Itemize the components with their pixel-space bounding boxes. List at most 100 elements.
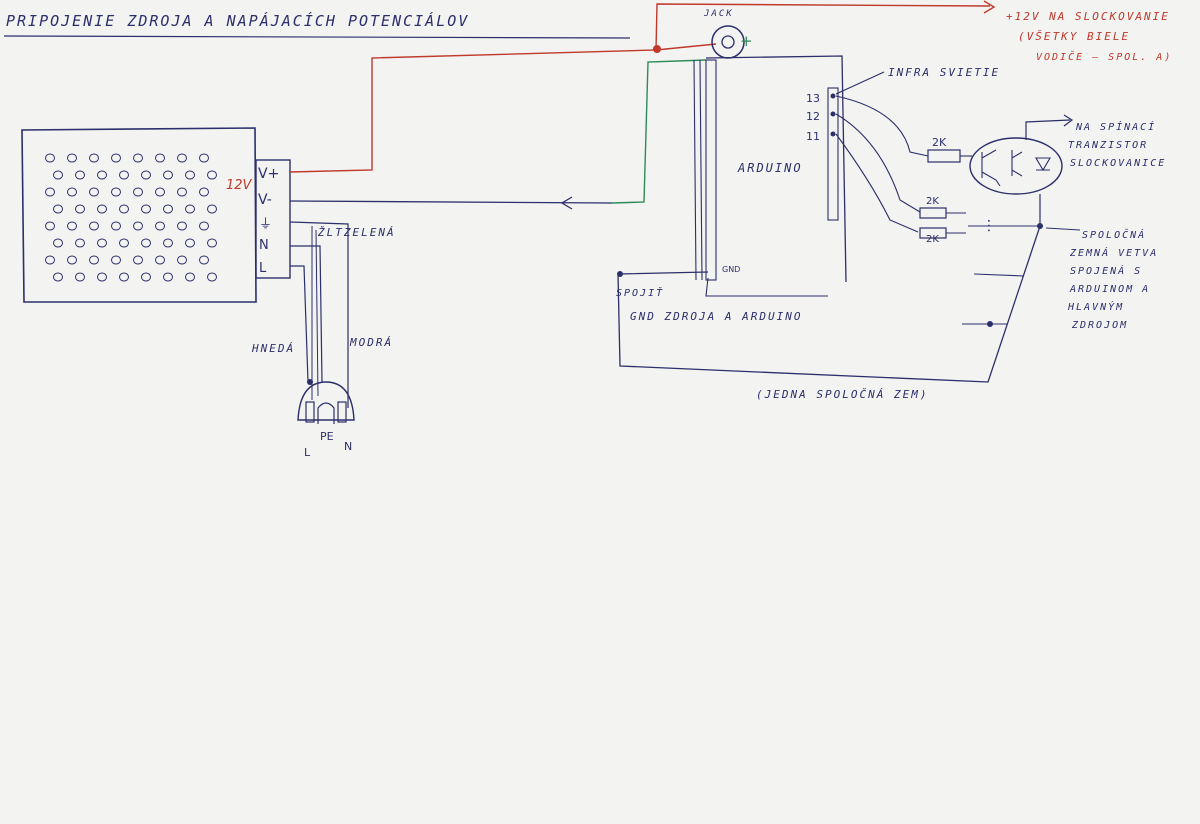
transistor-symbol-1 <box>981 149 1001 187</box>
vent-hole <box>199 255 209 265</box>
ground-note-leader <box>1045 227 1081 231</box>
psu-vent-holes <box>45 153 217 282</box>
vent-hole <box>97 204 107 214</box>
transistor-outline <box>969 137 1063 195</box>
wire-12v-red <box>289 3 991 173</box>
terminal-earth: ⏚ <box>259 217 272 232</box>
pin-12-label: 12 <box>806 110 820 123</box>
gnd-label: GND <box>722 265 740 274</box>
arduino-outline <box>705 55 847 283</box>
plug-junction <box>307 379 313 385</box>
arrow-to-switch <box>1063 114 1074 127</box>
vent-hole <box>53 238 63 248</box>
title-underline <box>3 35 631 39</box>
pin-11-label: 11 <box>806 130 820 143</box>
mains-plug: L PE N <box>297 379 355 459</box>
wire-gnd-green <box>611 59 707 204</box>
out-12v-line1: +12V NA SLOCKOVANIE <box>1006 10 1170 23</box>
title-text: PRIPOJENIE ZDROJA A NAPÁJACÍCH POTENCIÁL… <box>6 11 469 30</box>
vent-hole <box>163 272 173 282</box>
ground-note-line1: SPOLOČNÁ <box>1082 228 1146 241</box>
vent-hole <box>185 238 195 248</box>
vent-hole <box>163 238 173 248</box>
vent-hole <box>45 153 55 163</box>
vent-hole <box>45 221 55 231</box>
vent-hole <box>89 255 99 265</box>
vent-hole <box>119 272 129 282</box>
vent-hole <box>133 187 143 197</box>
arduino-label: ARDUINO <box>737 161 803 175</box>
vent-hole <box>97 170 107 180</box>
vent-hole <box>177 153 187 163</box>
terminal-l: L <box>259 261 267 276</box>
arrow-v-minus <box>560 196 573 210</box>
ground-junction-3 <box>617 271 623 277</box>
vent-hole <box>89 187 99 197</box>
vent-hole <box>53 170 63 180</box>
jack-label: JACK <box>703 9 734 19</box>
jack-plus-label: + <box>740 32 753 50</box>
transistor-module <box>969 137 1063 195</box>
vent-hole <box>53 272 63 282</box>
resistor-tails <box>946 212 966 234</box>
vent-hole <box>141 238 151 248</box>
vent-hole <box>207 170 217 180</box>
ground-taps <box>962 225 1040 325</box>
out-12v-line2: (VŠETKY BIELE <box>1018 30 1130 43</box>
plug-label-n: N <box>344 440 352 453</box>
jack-inner <box>721 35 735 49</box>
vent-hole <box>199 153 209 163</box>
pin-13-dot <box>830 93 836 99</box>
ground-note-line5: HLAVNÝM <box>1067 300 1124 313</box>
vent-hole <box>75 204 85 214</box>
arduino-pin-header <box>827 87 839 221</box>
spojit-line1: SPOJIŤ <box>616 286 664 299</box>
ground-note-line3: SPOJENÁ S <box>1070 264 1142 277</box>
vent-hole <box>67 187 77 197</box>
resistor-3-label: 2K <box>926 234 939 245</box>
infra-leader <box>835 71 885 95</box>
plug-label-l: L <box>304 446 311 459</box>
plug-pin-n <box>337 401 347 423</box>
vent-hole <box>119 238 129 248</box>
vent-hole <box>89 221 99 231</box>
signal-wire-13 <box>835 95 929 157</box>
arduino-gnd-header <box>705 59 717 281</box>
plug-pin-pe <box>317 402 335 424</box>
vent-hole <box>177 221 187 231</box>
vent-hole <box>163 204 173 214</box>
vent-hole <box>207 272 217 282</box>
vent-hole <box>177 187 187 197</box>
wire-bundle <box>311 226 319 400</box>
vent-hole <box>97 272 107 282</box>
vent-hole <box>67 255 77 265</box>
psu-12v-label: 12V <box>226 178 253 193</box>
switch-line3: SLOCKOVANICE <box>1070 158 1166 169</box>
pin-11-dot <box>830 131 836 137</box>
ground-note-line4: ARDUINOM A <box>1069 284 1150 295</box>
vent-hole <box>141 204 151 214</box>
wire-neutral <box>290 245 323 383</box>
vent-hole <box>75 272 85 282</box>
power-supply: 12V V+ V- ⏚ N L <box>21 127 291 303</box>
vent-hole <box>207 204 217 214</box>
vent-hole <box>119 170 129 180</box>
arduino-rail-left <box>693 59 703 281</box>
vent-hole <box>155 255 165 265</box>
resistor-1-label: 2K <box>932 136 947 149</box>
vent-hole <box>155 153 165 163</box>
transistor-diode <box>1035 157 1051 172</box>
vent-hole <box>199 187 209 197</box>
infra-label: INFRA SVIETIE <box>888 66 1000 79</box>
vent-hole <box>163 170 173 180</box>
vent-hole <box>155 187 165 197</box>
vent-hole <box>75 170 85 180</box>
arduino-bottom <box>705 277 828 297</box>
vent-hole <box>89 153 99 163</box>
vent-hole <box>111 255 121 265</box>
psu-terminal-block <box>255 159 291 279</box>
vent-hole <box>177 255 187 265</box>
vent-hole <box>185 170 195 180</box>
